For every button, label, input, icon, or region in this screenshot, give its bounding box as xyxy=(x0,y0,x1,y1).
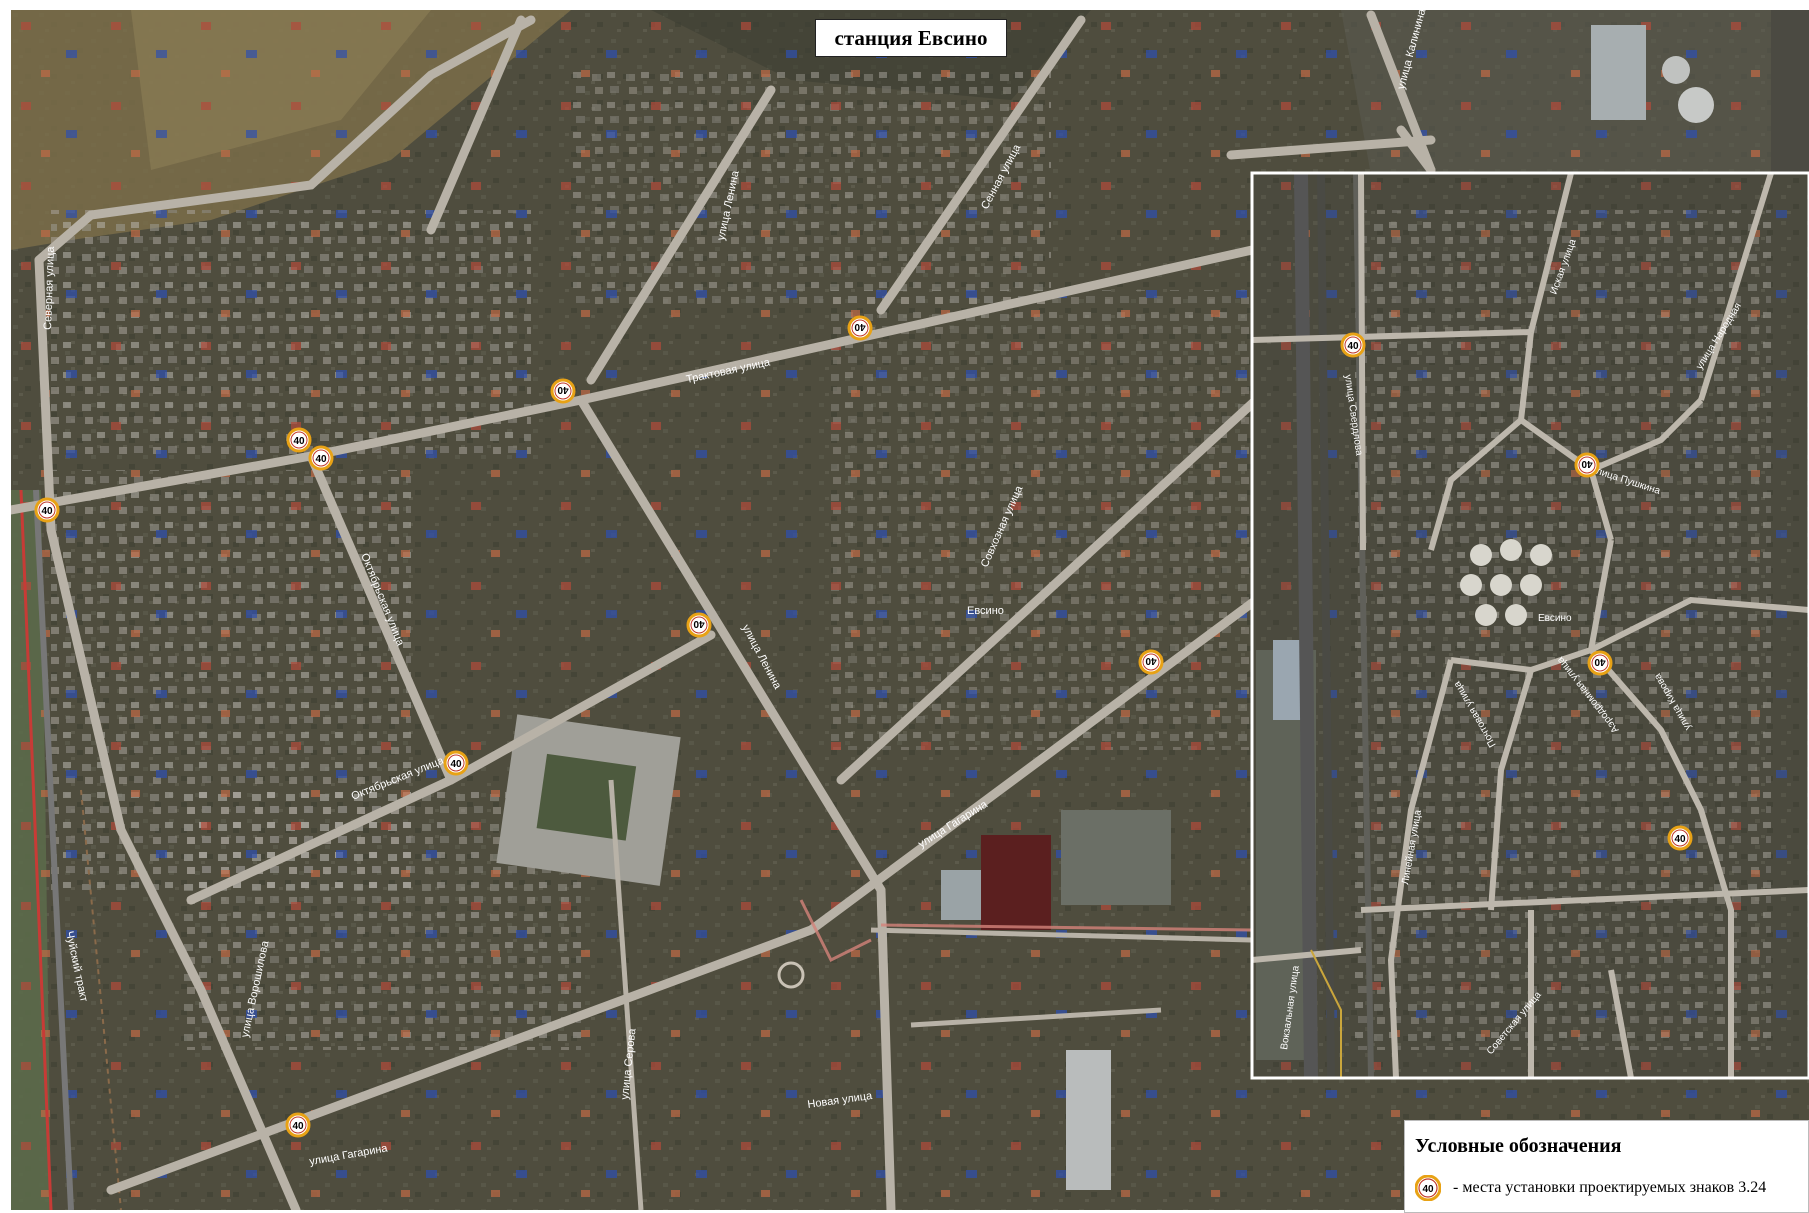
legend-title: Условные обозначения xyxy=(1415,1135,1622,1157)
speed-limit-40-sign: 40 xyxy=(1138,649,1164,675)
svg-text:40: 40 xyxy=(293,436,305,447)
satellite-map[interactable]: Трактовая улица улица Ленина улица Ленин… xyxy=(11,10,1809,1210)
speed-limit-40-sign: 40 xyxy=(286,427,312,453)
place-label: Евсино xyxy=(967,605,1004,617)
svg-text:40: 40 xyxy=(315,454,327,465)
svg-text:40: 40 xyxy=(1145,655,1157,666)
speed-limit-40-sign: 40 xyxy=(285,1112,311,1138)
map-title: станция Евсино xyxy=(815,19,1007,57)
legend-text: - места установки проектируемых знаков 3… xyxy=(1453,1179,1767,1196)
speed-limit-40-sign: 40 xyxy=(1667,825,1693,851)
svg-text:40: 40 xyxy=(854,321,866,332)
street-label: Северная улица xyxy=(42,245,57,330)
svg-text:40: 40 xyxy=(1347,341,1359,352)
legend-panel: Условные обозначения 40 - места установк… xyxy=(1404,1120,1809,1213)
speed-limit-40-sign: 40 xyxy=(550,378,576,404)
svg-text:40: 40 xyxy=(557,384,569,395)
place-label: Евсино xyxy=(1538,613,1572,624)
speed-limit-40-sign: 40 xyxy=(34,497,60,523)
legend-row: 40 - места установки проектируемых знако… xyxy=(1415,1175,1766,1201)
speed-limit-40-sign: 40 xyxy=(308,445,334,471)
speed-limit-40-sign: 40 xyxy=(847,315,873,341)
svg-text:40: 40 xyxy=(450,759,462,770)
svg-text:40: 40 xyxy=(1674,834,1686,845)
svg-text:40: 40 xyxy=(292,1121,304,1132)
svg-text:40: 40 xyxy=(1581,458,1593,469)
svg-text:40: 40 xyxy=(41,506,53,517)
speed-limit-40-sign: 40 xyxy=(443,750,469,776)
speed-limit-40-sign: 40 xyxy=(1574,452,1600,478)
svg-text:40: 40 xyxy=(693,618,705,629)
speed-limit-40-sign: 40 xyxy=(1587,650,1613,676)
speed-limit-40-icon: 40 xyxy=(1415,1175,1441,1201)
speed-limit-40-sign: 40 xyxy=(1340,332,1366,358)
speed-limit-40-sign: 40 xyxy=(686,612,712,638)
svg-text:40: 40 xyxy=(1594,656,1606,667)
svg-text:40: 40 xyxy=(1422,1184,1434,1195)
